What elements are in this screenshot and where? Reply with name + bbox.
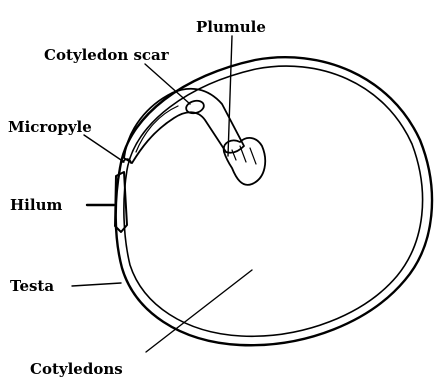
- testa-inner-outline: [124, 66, 423, 336]
- plumule-label: Plumule: [196, 18, 266, 36]
- plumule-pointer: [228, 36, 232, 156]
- embryo-axis-inner-line: [136, 106, 178, 152]
- cotyledons-pointer: [146, 270, 252, 352]
- testa-outer-outline: [116, 57, 432, 345]
- micropyle-label: Micropyle: [8, 118, 92, 136]
- micropyle-pointer: [84, 135, 124, 162]
- hilum-label: Hilum: [10, 196, 62, 214]
- cotyledons-label: Cotyledons: [30, 360, 123, 378]
- embryo-axis-outline: [124, 89, 244, 163]
- testa-label: Testa: [10, 277, 54, 295]
- plumule-leaf-folds: [232, 146, 256, 164]
- cotyledon-scar-label: Cotyledon scar: [44, 46, 170, 64]
- testa-pointer: [72, 283, 121, 286]
